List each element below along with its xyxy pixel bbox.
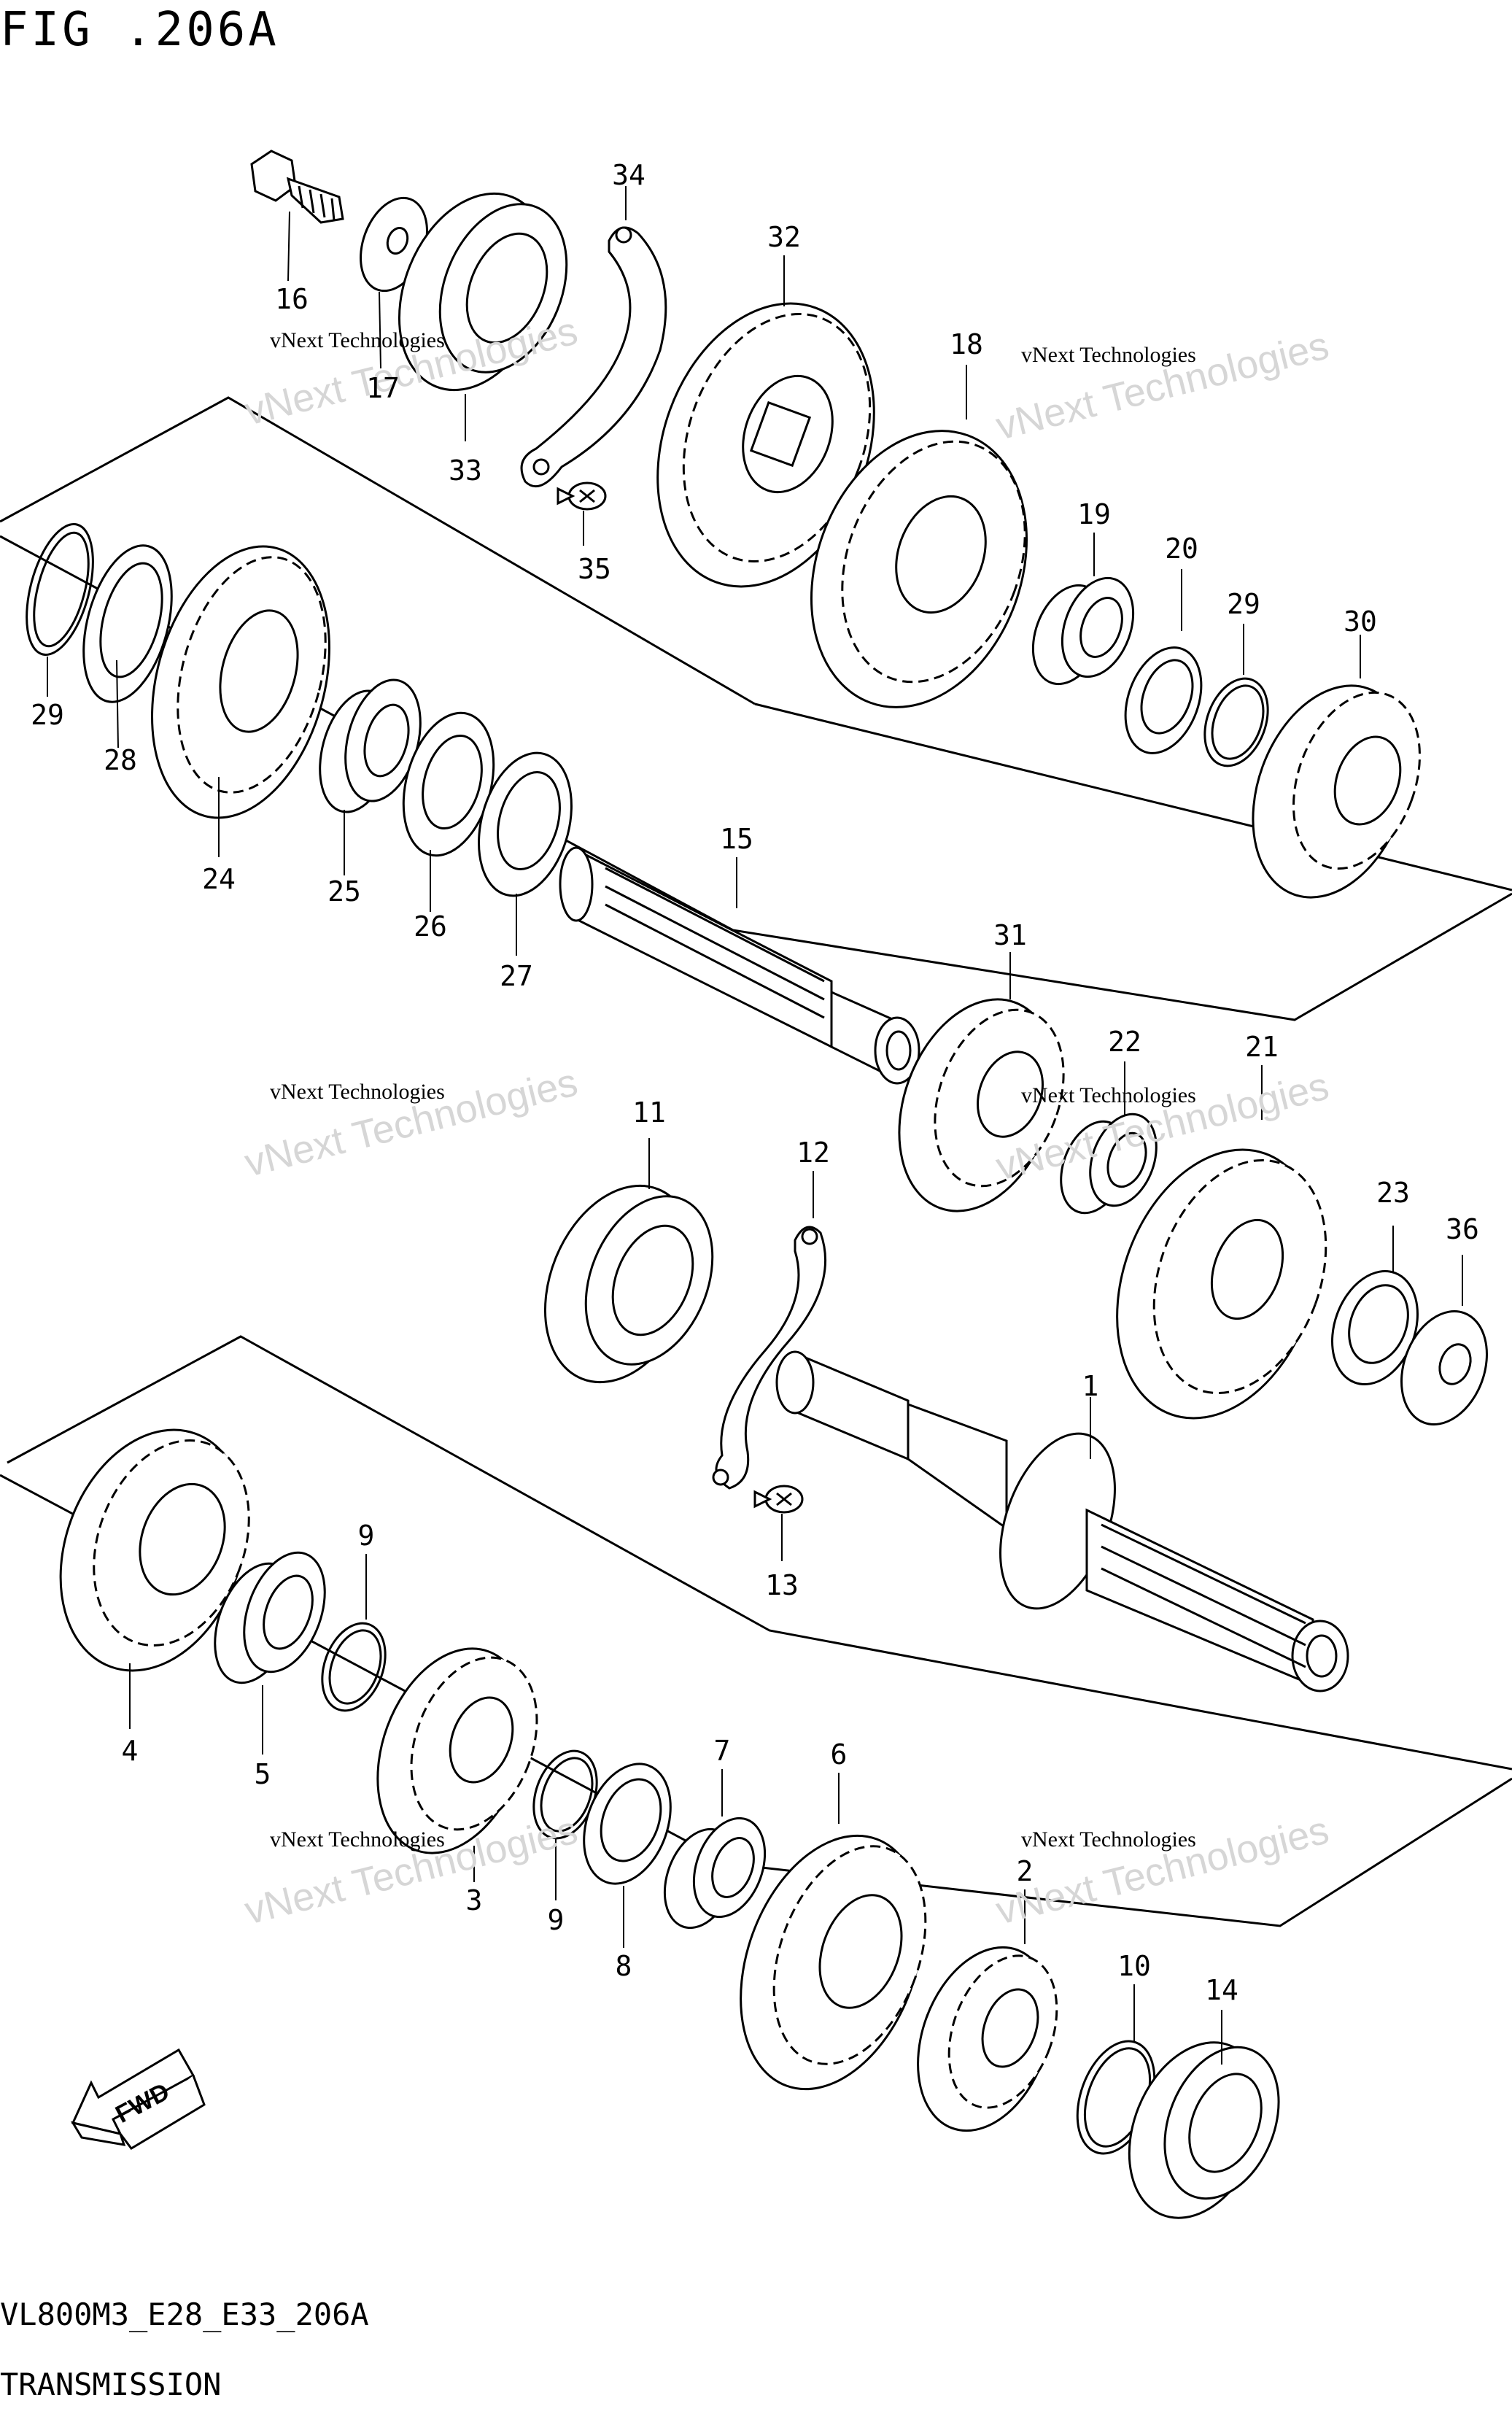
part-5-bushing — [214, 1551, 326, 1684]
part-12-retainer-plate — [712, 1226, 827, 1490]
part-3-gear — [376, 1647, 538, 1854]
part-13-screw — [753, 1485, 804, 1514]
part-1-main-shaft — [775, 1350, 1349, 1692]
figure-title: FIG .206A — [0, 3, 279, 57]
part-label-11: 11 — [632, 1096, 666, 1129]
part-11-bearing — [543, 1184, 714, 1384]
part-14-bearing — [1128, 2041, 1280, 2219]
part-4-gear — [59, 1428, 250, 1672]
part-label-10: 10 — [1117, 1950, 1151, 1982]
diagram-subtitle: TRANSMISSION — [0, 2367, 222, 2402]
part-29-circlip-right — [1203, 677, 1269, 767]
part-label-29-left: 29 — [31, 699, 64, 731]
part-label-27: 27 — [500, 960, 533, 992]
part-29-circlip-left — [26, 523, 94, 656]
part-7-bushing — [663, 1816, 767, 1930]
part-25-bushing — [319, 678, 422, 813]
part-label-2: 2 — [1016, 1855, 1034, 1887]
part-label-29-right: 29 — [1227, 588, 1260, 620]
part-21-gear — [1116, 1148, 1327, 1420]
fwd-arrow-icon: FWD — [70, 2048, 206, 2150]
part-33-bearing — [398, 192, 568, 392]
part-label-8: 8 — [615, 1950, 632, 1982]
part-label-9-upper: 9 — [357, 1520, 375, 1552]
part-19-bushing — [1031, 576, 1135, 686]
part-label-33: 33 — [449, 454, 482, 487]
shaft-assembly-boundary-lower — [0, 1335, 1512, 1927]
part-34-retainer-plate — [520, 226, 667, 488]
part-label-25: 25 — [327, 875, 361, 908]
part-35-screw — [557, 481, 607, 511]
part-label-15: 15 — [720, 823, 753, 855]
part-24-gear — [151, 545, 330, 819]
part-label-36: 36 — [1446, 1213, 1479, 1245]
part-label-14: 14 — [1205, 1974, 1238, 2006]
part-label-21: 21 — [1245, 1031, 1279, 1063]
part-label-34: 34 — [612, 159, 645, 191]
part-label-26: 26 — [414, 910, 447, 943]
part-label-18: 18 — [950, 328, 983, 360]
part-15-countershaft — [559, 846, 920, 1085]
part-36-seal — [1400, 1310, 1488, 1425]
part-label-17: 17 — [366, 372, 400, 404]
part-label-16: 16 — [275, 283, 309, 315]
part-label-32: 32 — [767, 221, 801, 253]
part-label-28: 28 — [104, 744, 137, 776]
part-label-24: 24 — [202, 863, 236, 895]
part-label-19: 19 — [1077, 498, 1111, 530]
diagram-code: VL800M3_E28_E33_206A — [0, 2297, 369, 2332]
part-26-lock-washer — [402, 711, 495, 857]
part-label-5: 5 — [254, 1758, 271, 1790]
part-22-bushing — [1060, 1113, 1158, 1215]
part-20-washer — [1124, 646, 1203, 754]
part-label-12: 12 — [796, 1137, 830, 1169]
part-label-9-lower: 9 — [547, 1904, 565, 1936]
part-label-35: 35 — [578, 553, 611, 585]
part-32-gear — [656, 302, 875, 588]
part-31-gear — [898, 998, 1065, 1212]
part-18-gear — [810, 430, 1028, 708]
part-9-circlip-upper — [321, 1622, 387, 1712]
part-label-30: 30 — [1344, 606, 1377, 638]
part-30-gear — [1252, 684, 1421, 899]
part-label-20: 20 — [1165, 533, 1198, 565]
part-16-bolt — [250, 150, 344, 224]
part-label-4: 4 — [121, 1735, 139, 1767]
part-27-lock-washer — [478, 751, 573, 897]
part-label-1: 1 — [1082, 1370, 1099, 1402]
part-label-31: 31 — [993, 919, 1027, 951]
part-6-gear — [740, 1834, 927, 2091]
part-label-3: 3 — [465, 1884, 483, 1916]
part-label-22: 22 — [1108, 1026, 1141, 1058]
part-28-washer — [82, 544, 173, 703]
part-label-23: 23 — [1376, 1177, 1410, 1209]
part-label-6: 6 — [830, 1738, 848, 1771]
part-2-gear — [917, 1946, 1058, 2132]
part-8-washer — [583, 1763, 672, 1885]
part-label-13: 13 — [765, 1569, 799, 1601]
part-label-7: 7 — [713, 1735, 731, 1767]
part-23-washer — [1331, 1270, 1419, 1385]
